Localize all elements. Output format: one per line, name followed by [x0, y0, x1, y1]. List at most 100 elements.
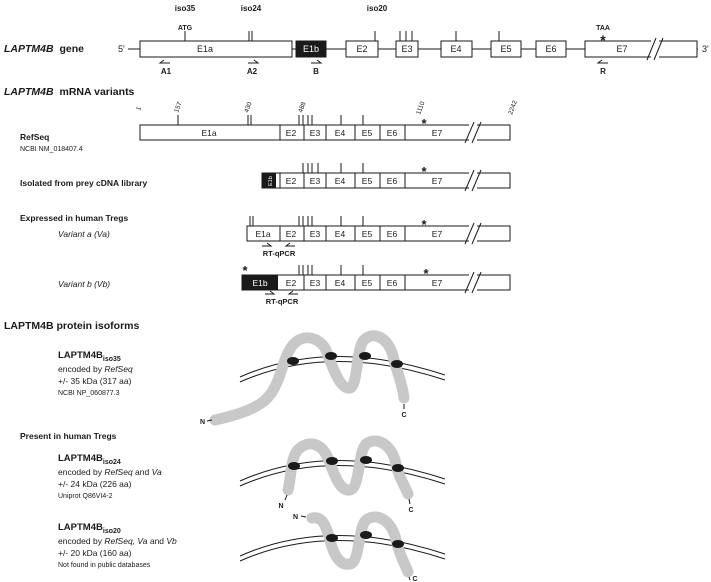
refseq-e2: E2 — [286, 128, 297, 138]
gene-label-e1a: E1a — [197, 44, 213, 54]
gene-label-e5: E5 — [500, 44, 511, 54]
iso24-encoded-prefix: encoded by — [58, 467, 104, 477]
gene-exon-e1a — [139, 40, 293, 58]
svg-text:LAPTM4B gene: LAPTM4B gene — [4, 43, 84, 55]
gene-3prime: 3' — [702, 44, 709, 54]
svg-text:LAPTM4Biso20: LAPTM4Biso20 — [58, 522, 121, 535]
va-rtqpcr-label: RT-qPCR — [263, 249, 296, 258]
iso35-encoded-refseq: RefSeq — [104, 364, 133, 374]
gene-exon-e5 — [490, 40, 522, 58]
refseq-e4: E4 — [335, 128, 346, 138]
protein-section: LAPTM4B protein isoforms LAPTM4B iso35 en… — [4, 320, 446, 582]
primer-b-arrow — [311, 59, 323, 64]
primer-r-arrow — [596, 59, 608, 64]
iso24-c-terminus: C — [408, 507, 413, 514]
pos-2242: 2242 — [507, 99, 519, 115]
vb-e2: E2 — [286, 278, 297, 288]
vb-e6: E6 — [387, 278, 398, 288]
prey-e4: E4 — [335, 176, 346, 186]
iso35-sub: iso35 — [103, 356, 121, 363]
iso24-encoded-va: Va — [152, 467, 162, 477]
refseq-accession: NCBI NM_018407.4 — [20, 146, 83, 153]
iso20-size: +/- 20 kDa (160 aa) — [58, 548, 132, 558]
pos-157: 157 — [173, 101, 183, 114]
vb-rtqpcr-label: RT-qPCR — [266, 297, 299, 306]
iso20-membrane-diagram — [239, 511, 446, 581]
protein-title: LAPTM4B protein isoforms — [4, 320, 140, 332]
va-e2: E2 — [286, 229, 297, 239]
gene-exon-e7 — [584, 40, 698, 58]
prey-e5: E5 — [362, 176, 373, 186]
iso24-n-terminus: N — [278, 503, 283, 510]
present-label: Present in human Tregs — [20, 431, 117, 441]
gene-exon-e6 — [535, 40, 567, 58]
gene-label-e4: E4 — [450, 44, 461, 54]
prey-e1b: E1b — [268, 176, 274, 186]
va-e1a: E1a — [255, 229, 270, 239]
svg-text:encoded by RefSeq, Va and Vb: encoded by RefSeq, Va and Vb — [58, 536, 177, 546]
primer-a1-arrow — [158, 59, 170, 64]
iso24-sub: iso24 — [103, 459, 121, 466]
iso20-encoded-prefix: encoded by — [58, 536, 104, 546]
va-e5: E5 — [362, 229, 373, 239]
gene-exon-e3 — [395, 40, 419, 58]
iso35-size: +/- 35 kDa (317 aa) — [58, 376, 132, 386]
mrna-variant-a — [246, 216, 511, 245]
prey-stop-star: * — [421, 164, 427, 179]
pos-430: 430 — [243, 101, 253, 114]
gene-section: LAPTM4B gene 5' 3' E1a E1b E2 E3 E4 E5 E… — [4, 4, 709, 76]
prey-e2: E2 — [286, 176, 297, 186]
prey-e7: E7 — [432, 176, 443, 186]
vb-e4: E4 — [335, 278, 346, 288]
gene-iso24-label: iso24 — [241, 4, 262, 13]
svg-text:LAPTM4Biso24: LAPTM4Biso24 — [58, 453, 121, 466]
iso24-size: +/- 24 kDa (226 aa) — [58, 479, 132, 489]
refseq-e1a: E1a — [201, 128, 216, 138]
prey-e3: E3 — [310, 176, 321, 186]
gene-taa-label: TAA — [596, 25, 610, 32]
va-stop-star: * — [421, 217, 427, 232]
va-e3: E3 — [310, 229, 321, 239]
gene-break — [646, 37, 664, 61]
gene-exon-e2 — [345, 40, 379, 58]
mrna-title-suffix: mRNA variants — [60, 86, 135, 98]
gene-iso35-label: iso35 — [175, 4, 196, 13]
mrna-variant-b — [241, 265, 511, 294]
gene-label-e2: E2 — [356, 44, 367, 54]
iso20-encoded-vb: Vb — [166, 536, 177, 546]
iso35-n-terminus: N — [200, 419, 205, 426]
svg-text:encoded by RefSeq and Va: encoded by RefSeq and Va — [58, 467, 162, 477]
gene-5prime: 5' — [118, 44, 125, 54]
iso35-c-terminus: C — [401, 412, 406, 419]
iso20-encoded-refseq-va: RefSeq, Va — [104, 536, 147, 546]
iso24-encoded-refseq: RefSeq — [104, 467, 133, 477]
mrna-prey — [261, 163, 511, 192]
va-rtqpcr-fwd — [262, 242, 273, 247]
variant-a-label: Variant a (Va) — [58, 229, 110, 239]
gene-atg-label: ATG — [178, 25, 193, 32]
iso24-source: Uniprot Q86VI4-2 — [58, 493, 113, 500]
va-e7: E7 — [432, 229, 443, 239]
primer-a2-label: A2 — [247, 67, 258, 76]
iso20-encoded-mid: and — [147, 536, 166, 546]
refseq-e6: E6 — [387, 128, 398, 138]
mrna-refseq — [139, 115, 511, 144]
gene-iso20-label: iso20 — [367, 4, 388, 13]
vb-rtqpcr-fwd — [265, 290, 276, 295]
refseq-e3: E3 — [310, 128, 321, 138]
iso20-c-terminus: C — [412, 576, 417, 582]
refseq-label: RefSeq — [20, 132, 49, 142]
iso20-sub: iso20 — [103, 528, 121, 535]
iso35-encoded-prefix: encoded by — [58, 364, 104, 374]
primer-b-label: B — [313, 67, 319, 76]
refseq-stop-star: * — [421, 116, 427, 131]
svg-text:encoded by RefSeq: encoded by RefSeq — [58, 364, 133, 374]
iso20-name: LAPTM4B — [58, 522, 103, 533]
iso35-membrane-diagram — [206, 330, 446, 426]
va-rtqpcr-rev — [284, 242, 295, 247]
primer-a2-arrow — [248, 59, 260, 64]
vb-stop-star: * — [423, 266, 429, 281]
iso24-membrane-diagram — [239, 435, 446, 505]
vb-e1b: E1b — [252, 278, 267, 288]
iso35-source: NCBI NP_060877.3 — [58, 390, 120, 397]
